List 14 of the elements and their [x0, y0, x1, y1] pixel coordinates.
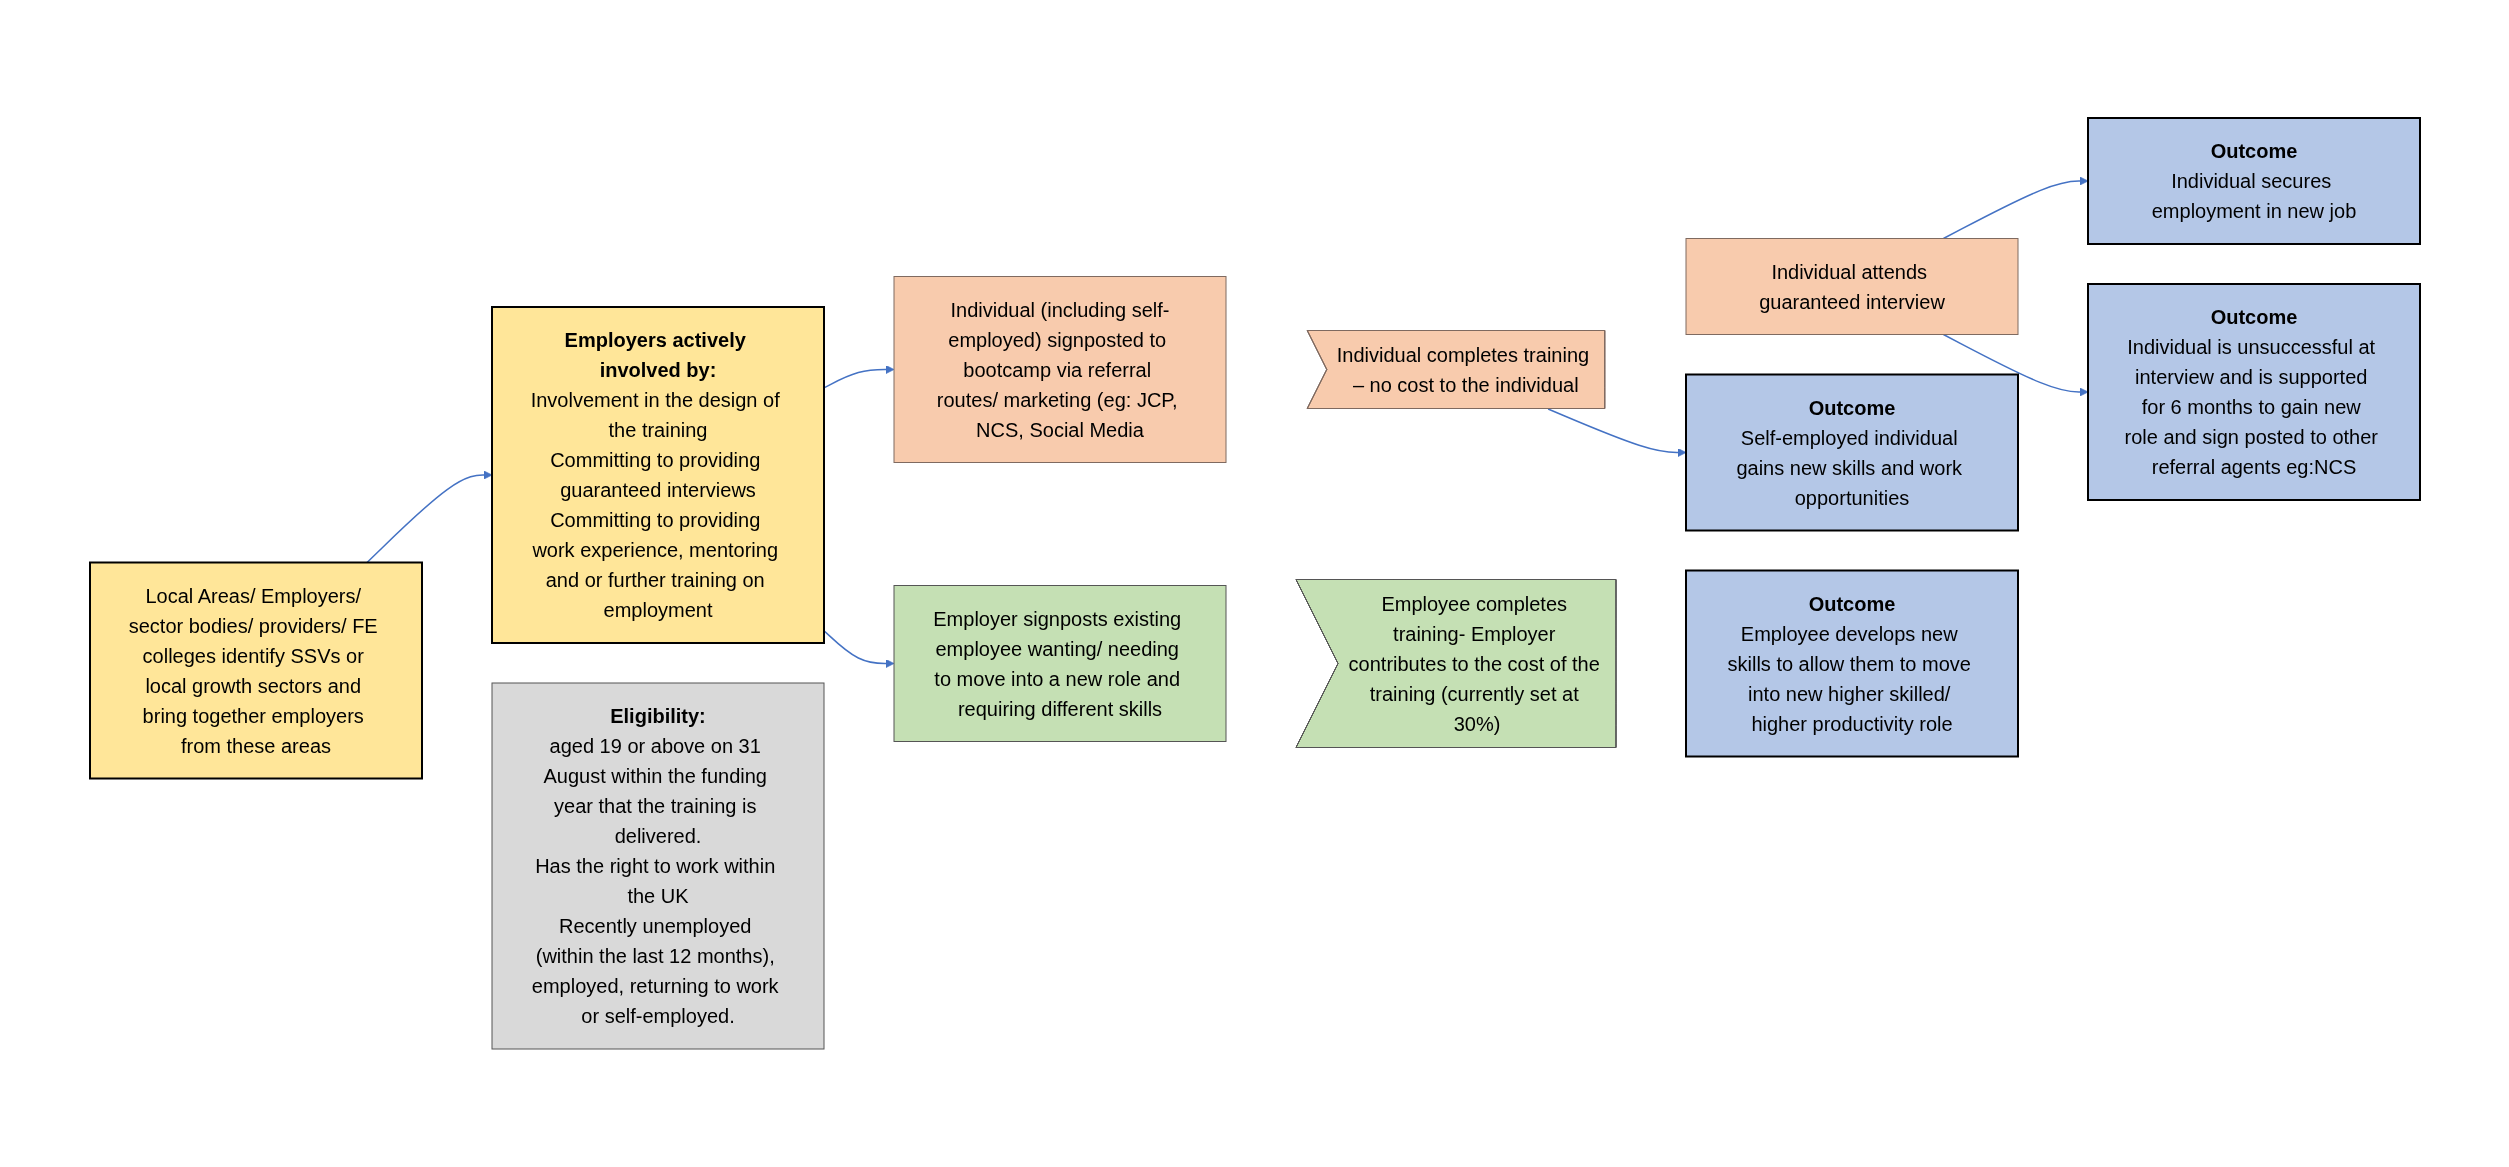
node-box: Employer signposts existing employee wanting/ needing to move into a new role and requiring different skills	[893, 585, 1226, 742]
node-box: Individual attends guaranteed interview	[1685, 238, 2018, 335]
node-box: Eligibility: aged 19 or above on 31 August within the funding year that the training is delivered. Has the right to work within the UK Recently unemployed (within the last 12 months), employed, returning to work or self-employed.	[491, 682, 824, 1050]
node-box: Local Areas/ Employers/ sector bodies/ providers/ FE colleges identify SSVs or local growth sectors and bring together employers from these areas	[88, 561, 423, 780]
arrow	[1942, 333, 2088, 397]
arrow	[365, 470, 492, 564]
arrow	[1942, 176, 2088, 240]
node-box: Individual (including self-employed) signposted to bootcamp via referral routes/ marketing (eg: JCP, NCS, Social Media	[893, 276, 1226, 463]
node-box: Outcome Individual secures employment in new job	[2086, 117, 2421, 245]
node-box: Outcome Individual is unsuccessful at interview and is supported for 6 months to gain new role and sign posted to other referral agents eg:NCS	[2086, 283, 2421, 501]
node-box: Outcome Employee develops new skills to allow them to move into new higher skilled/ higher productivity role	[1684, 569, 2019, 758]
node-box: Employers actively involved by: Involvement in the design of the training Committing to providing guaranteed interviews Committing to providing work experience, mentoring and or further training on employment	[490, 306, 825, 644]
arrow	[1546, 408, 1686, 457]
node-box: Outcome Self-employed individual gains new skills and work opportunities	[1684, 373, 2019, 532]
